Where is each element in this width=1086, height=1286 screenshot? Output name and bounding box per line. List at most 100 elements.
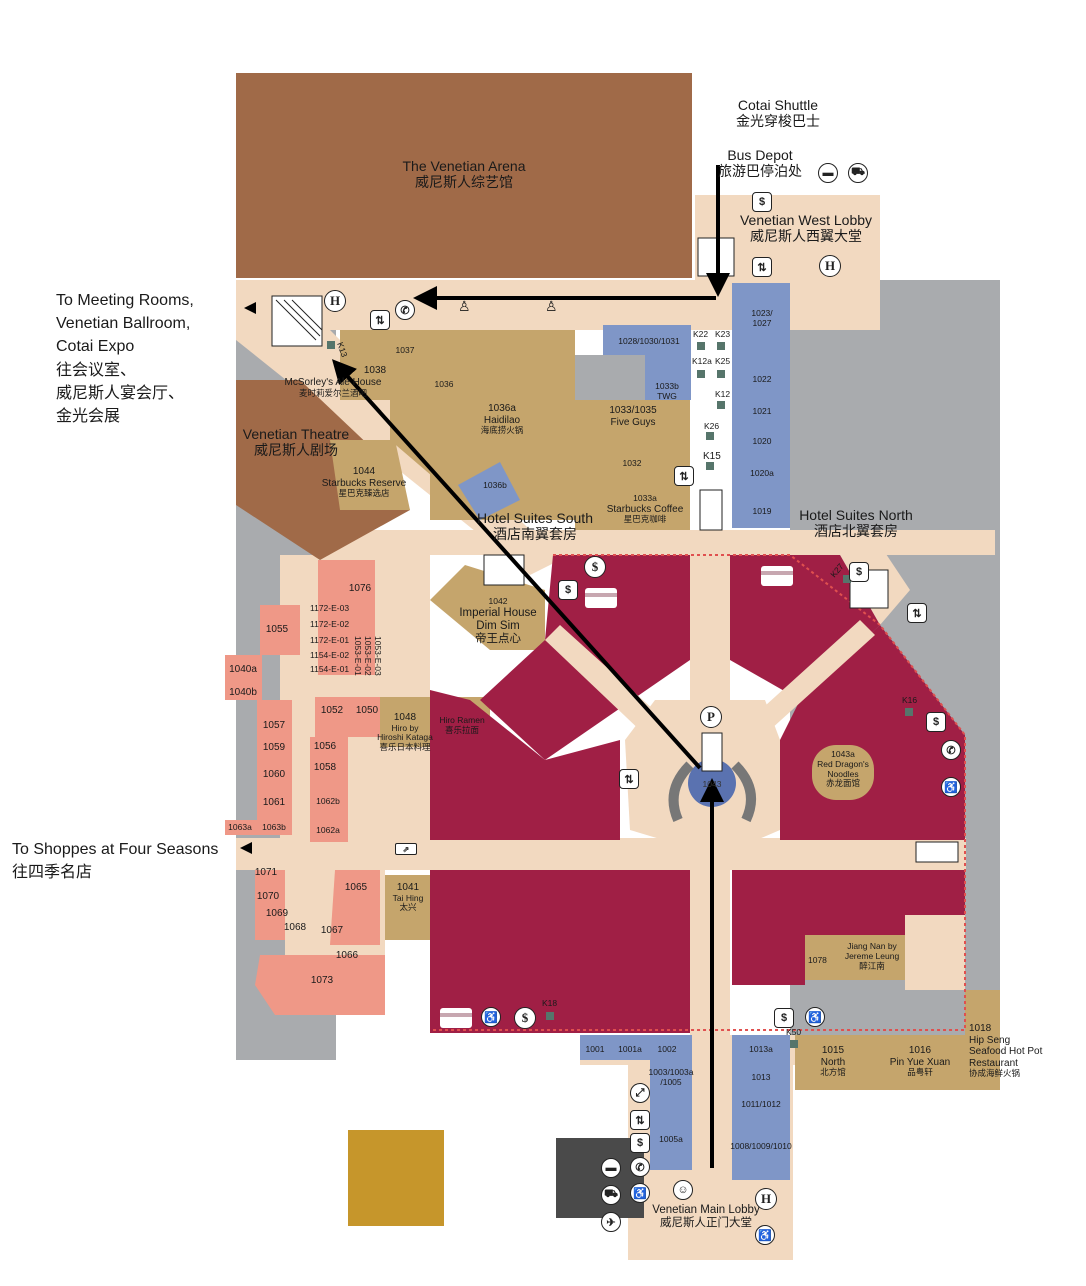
shop-1023: 1023/1027 bbox=[751, 308, 772, 329]
taxi-icon: ⛟ bbox=[848, 163, 868, 183]
shop-1037: 1037 bbox=[395, 345, 415, 355]
shop-1003: 1003/1003a/1005 bbox=[648, 1067, 694, 1088]
route-diagonal bbox=[331, 359, 702, 770]
concierge-icon: ☺ bbox=[673, 1180, 693, 1200]
shop-1154-e-01: 1154-E-01 bbox=[310, 664, 350, 674]
elevator-icon: ⇅ bbox=[907, 603, 927, 623]
shuttle-zh: 金光穿梭巴士 bbox=[736, 113, 820, 130]
imperial-en: Imperial House bbox=[459, 606, 537, 619]
shop-1062b: 1062b bbox=[316, 796, 340, 806]
shop-1003-a: 1003/1003a bbox=[648, 1067, 694, 1077]
arena-block bbox=[236, 73, 692, 278]
casino-diagonal-ne bbox=[755, 620, 875, 730]
block-1033b bbox=[645, 355, 691, 400]
back-of-house-center bbox=[575, 355, 645, 400]
shop-1071: 1071 bbox=[254, 867, 278, 878]
shop-1172-e-02: 1172-E-02 bbox=[310, 619, 350, 629]
shop-1033: 1033/1035 bbox=[609, 405, 657, 416]
shop-1055: 1055 bbox=[265, 624, 289, 635]
west-lobby-zh: 威尼斯人西翼大堂 bbox=[750, 228, 862, 245]
shop-1073: 1073 bbox=[310, 975, 334, 986]
restroom-icon: ♿ bbox=[481, 1007, 501, 1027]
atm-icon: $ bbox=[752, 192, 772, 212]
bus-en: Bus Depot bbox=[727, 147, 793, 163]
meeting-zh-1: 往会议室、 bbox=[56, 361, 137, 379]
elevator-icon: ⇅ bbox=[630, 1110, 650, 1130]
kiosk-k18: K18 bbox=[542, 998, 558, 1008]
north-en: North bbox=[820, 1056, 846, 1068]
atm-icon: $ bbox=[926, 712, 946, 732]
meeting-en-3: Cotai Expo bbox=[56, 338, 135, 356]
shoppes-zh: 往四季名店 bbox=[12, 864, 93, 882]
hip-seng-3: Restaurant bbox=[969, 1057, 1018, 1069]
block-1032 bbox=[575, 400, 690, 530]
shop-1005a: 1005a bbox=[659, 1134, 683, 1144]
shop-1015: 1015 bbox=[821, 1045, 845, 1056]
cashier-icon: $ bbox=[584, 556, 606, 578]
hip-seng-zh: 协成海鲜火锅 bbox=[969, 1068, 1021, 1078]
retail-1055 bbox=[260, 605, 300, 655]
elevator-icon: ⇅ bbox=[674, 466, 694, 486]
restroom-icon: ♿ bbox=[805, 1007, 825, 1027]
pin-zh: 品粤轩 bbox=[907, 1067, 933, 1077]
shop-1020a: 1020a bbox=[750, 468, 774, 478]
shop-1050: 1050 bbox=[355, 705, 379, 716]
shop-1003-b: /1005 bbox=[660, 1076, 682, 1087]
shop-1032: 1032 bbox=[622, 458, 642, 468]
shop-1063b: 1063b bbox=[262, 822, 286, 832]
atm-icon: $ bbox=[630, 1133, 650, 1153]
retail-1063 bbox=[225, 820, 290, 835]
shop-1053-e-02: 1053-E-02 bbox=[362, 636, 373, 676]
theatre-block bbox=[236, 380, 410, 560]
theatre-zh: 威尼斯人剧场 bbox=[253, 442, 338, 459]
jiang-en2: Jereme Leung bbox=[844, 950, 900, 961]
tai-hing-zh: 太兴 bbox=[399, 902, 417, 913]
restroom-icon: ♿ bbox=[755, 1225, 775, 1245]
phone-icon: ✆ bbox=[395, 300, 415, 320]
casino-southeast bbox=[732, 870, 965, 985]
shop-1040b: 1040b bbox=[229, 687, 257, 698]
escalator-sign-icon: ⇗ bbox=[395, 843, 417, 855]
kiosk-k25: K25 bbox=[715, 356, 731, 366]
tai-hing-en: Tai Hing bbox=[392, 892, 424, 903]
shop-1013a: 1013a bbox=[749, 1044, 773, 1054]
retail-west-column bbox=[257, 700, 292, 835]
atm-icon: $ bbox=[558, 580, 578, 600]
suites-north-en: Hotel Suites North bbox=[799, 507, 913, 523]
main-lobby-en: Venetian Main Lobby bbox=[652, 1204, 760, 1216]
shop-1066: 1066 bbox=[335, 950, 359, 961]
shop-1028: 1028/1030/1031 bbox=[618, 336, 680, 346]
shop-1172-e-01: 1172-E-01 bbox=[310, 635, 350, 645]
restroom-icon: ♿ bbox=[941, 777, 961, 797]
hotel-icon: H bbox=[324, 290, 346, 312]
pin-en: Pin Yue Xuan bbox=[889, 1056, 951, 1068]
shop-1154-e-02: 1154-E-02 bbox=[310, 650, 350, 660]
imperial-zh: 帝王点心 bbox=[475, 633, 521, 646]
shop-1060: 1060 bbox=[262, 769, 286, 780]
shop-1062a: 1062a bbox=[316, 825, 340, 835]
bus-icon: ▬ bbox=[818, 163, 838, 183]
queue-icon: ♙ bbox=[545, 298, 558, 314]
shoppes-label: To Shoppes at Four Seasons 往四季名店 bbox=[12, 838, 218, 884]
north-zh: 北方馆 bbox=[820, 1067, 846, 1077]
kiosk-k50: K50 bbox=[786, 1027, 802, 1037]
shop-1052: 1052 bbox=[320, 705, 344, 716]
shop-1013: 1013 bbox=[751, 1072, 771, 1082]
shop-1044: 1044 bbox=[352, 466, 376, 477]
parking-icon: P bbox=[700, 706, 722, 728]
block-1016 bbox=[875, 1035, 965, 1090]
block-1018 bbox=[965, 990, 1000, 1090]
haidilao-en: Haidilao bbox=[483, 414, 521, 426]
shuttle-area bbox=[695, 73, 875, 193]
shop-1016: 1016 bbox=[908, 1045, 932, 1056]
